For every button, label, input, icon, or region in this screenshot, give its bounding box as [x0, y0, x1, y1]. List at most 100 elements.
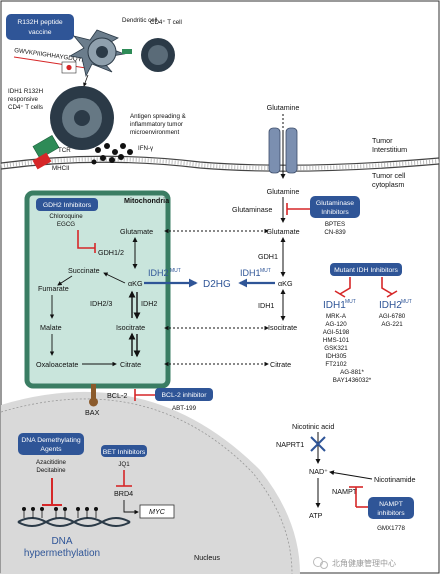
responsive-cells-line2: responsive [8, 96, 38, 103]
glutamine-transporter-icon [268, 127, 298, 174]
mutant-idh-inhibitors-label: Mutant IDH Inhibitors [334, 267, 398, 274]
glutaminase-pill-line2: Inhibitors [321, 209, 349, 216]
mhcii-icon [32, 152, 52, 170]
bcl2-inhibitor-label: BCL-2 inhibitor [162, 392, 208, 399]
brd4-label: BRD4 [114, 489, 133, 498]
bcl2-channel-icon [91, 384, 96, 400]
idh1-drug-5: IDH305 [326, 353, 348, 360]
d2hg-label: D2HG [203, 279, 231, 290]
nucleus-label: Nucleus [194, 553, 220, 562]
gdh2-drug-egcg: EGCG [57, 221, 75, 228]
bax-icon [89, 397, 98, 407]
nampt-inhibitors-pill [368, 497, 414, 519]
dna-pill-line1: DNA Demethylating [21, 437, 81, 444]
cell-membrane [0, 155, 440, 172]
tcr-label: TCR [58, 147, 71, 154]
bet-inhibitors-pill [101, 445, 147, 457]
idh2-inhibit-bar [386, 290, 398, 298]
dendritic-cell-icon [68, 29, 126, 78]
interstitium-line1: Tumor [372, 136, 393, 145]
mito-idh2mut: IDH2 [148, 268, 169, 278]
mito-gdh12: GDH1/2 [98, 248, 124, 257]
nicotinamide-label: Nicotinamide [374, 475, 416, 484]
glutaminase-inhibitors-pill [310, 196, 360, 218]
dendritic-cell-label: Dendritic cell [122, 17, 157, 24]
nicotinic-acid-label: Nicotinic acid [292, 422, 334, 431]
mito-isocitrate: Isocitrate [116, 323, 145, 332]
cyto-gdh1: GDH1 [258, 252, 278, 261]
naprt1-deficient-cross-icon [310, 436, 326, 452]
gdh2-drug-chloroquine: Chloroquine [49, 213, 83, 220]
methylated-dna-icon [17, 506, 131, 527]
idh1-drug-1: AG-120 [325, 321, 347, 328]
mito-idh23: IDH2/3 [90, 299, 112, 308]
cytoplasm-line2: cytoplasm [372, 180, 404, 189]
dc-to-tcell-arrow [83, 74, 89, 87]
akg-to-succinate-arrow [103, 272, 126, 284]
interstitium-line2: Interstitium [372, 145, 407, 154]
cytoplasm-line1: Tumor cell [372, 171, 406, 180]
responsive-cells-line3: CD4⁺ T cells [8, 104, 43, 111]
dna-demethylating-pill [18, 433, 84, 455]
cyto-glutamine: Glutamine [267, 187, 300, 196]
dna-drug-decitabine: Decitabine [36, 467, 66, 474]
dna-drug-azacitidine: Azacitidine [36, 459, 66, 466]
idh1mut-sup: MUT [260, 268, 271, 274]
brd4-to-myc-arrow [123, 500, 139, 515]
antigen-text-line2: inflammatory tumor [130, 121, 183, 128]
dna-hypermethylation-line1: DNA [51, 536, 72, 547]
nampt-pill-line2: inhibitors [377, 510, 405, 517]
dna-hypermethylation-line2: hypermethylation [24, 548, 100, 559]
cyto-glutamate: Glutamate [266, 227, 299, 236]
cyto-isocitrate: Isocitrate [268, 323, 297, 332]
nicotinamide-to-nad-arrow [329, 470, 373, 480]
idh1-inhibit-bar [334, 290, 346, 298]
succinate-to-fumarate-arrow [57, 275, 73, 286]
ifn-gamma-label: IFN-γ [138, 145, 154, 152]
idh1-drug-2: AGI-5198 [323, 329, 350, 336]
nad-label: NAD⁺ [309, 467, 328, 476]
idh1-inhibit-line [339, 277, 351, 295]
idh2-drug-1: AG-221 [381, 321, 403, 328]
mutant-idh-inhibitors-pill [330, 263, 402, 276]
idh1-drug-3: HMS-101 [323, 337, 350, 344]
idh2-inhibit-line [381, 277, 393, 295]
cyto-glutaminase: Glutaminase [232, 205, 272, 214]
bcl2-inhibitor-pill [155, 388, 213, 401]
mitochondria-title: Mitochondria [124, 196, 170, 205]
mito-oxaloacetate: Oxaloacetate [36, 360, 78, 369]
idh1-drug-0: MRK-A [326, 313, 347, 320]
bet-inhibitors-label: BET Inhibitors [103, 449, 146, 456]
bcl2-drug: ABT-199 [172, 405, 197, 412]
mutidh-idh1-sup: MUT [345, 299, 356, 305]
mito-idh2: IDH2 [141, 299, 157, 308]
mito-glutamate: Glutamate [120, 227, 153, 236]
gdh2-inhibit-line [77, 230, 95, 249]
mito-citrate: Citrate [120, 360, 141, 369]
idh2-drug-0: AGI-6780 [379, 313, 406, 320]
naprt1-label: NAPRT1 [276, 440, 304, 449]
cyto-idh1: IDH1 [258, 301, 274, 310]
dna-pill-line2: Agents [40, 446, 62, 453]
mito-idh2mut-sup: MUT [170, 268, 181, 274]
mutidh-idh2: IDH2 [379, 300, 402, 311]
mutidh-idh1: IDH1 [323, 300, 346, 311]
tcr-icon [32, 135, 60, 159]
mutidh-idh2-sup: MUT [401, 299, 412, 305]
myc-gene-box [139, 504, 175, 519]
idh1mut-label: IDH1 [240, 268, 261, 278]
mito-malate: Malate [40, 323, 62, 332]
vaccine-pill-line1: R132H peptide [17, 19, 63, 26]
vaccine-dot [66, 64, 72, 71]
cd4-t-cell-nucleus [148, 45, 168, 65]
mito-fumarate: Fumarate [38, 284, 69, 293]
antigen-text-line1: Antigen spreading & [130, 113, 187, 120]
glutaminase-drug-cn839: CN-839 [324, 229, 346, 236]
glutaminase-drug-bptes: BPTES [325, 221, 345, 228]
nampt-label: NAMPT [332, 487, 358, 496]
myc-label: MYC [149, 507, 166, 516]
responsive-t-cell-icon [50, 86, 114, 150]
glutamine-top-label: Glutamine [267, 103, 300, 112]
